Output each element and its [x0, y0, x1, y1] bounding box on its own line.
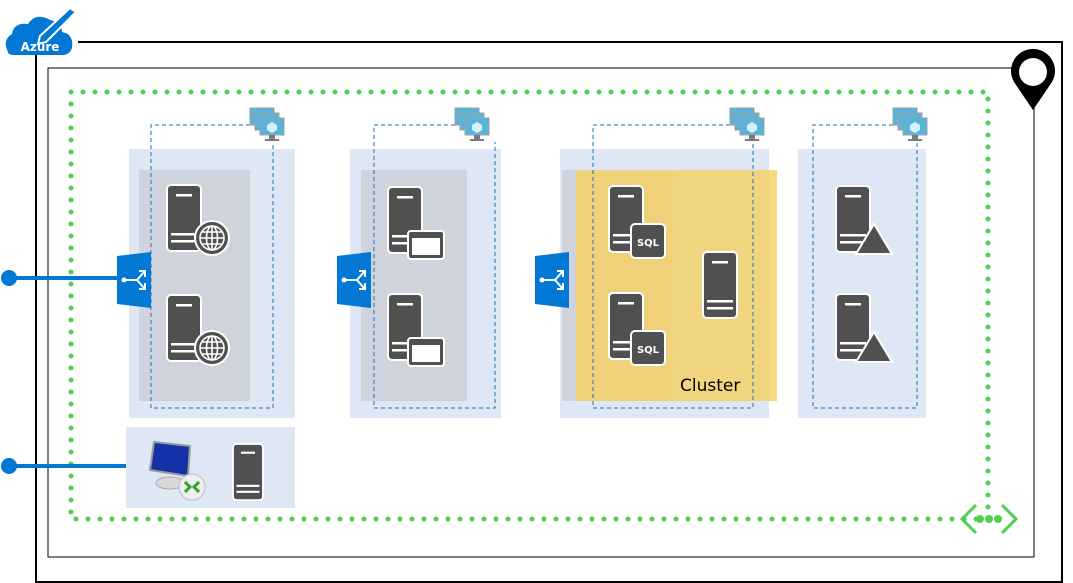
cluster-label: Cluster — [680, 376, 740, 396]
cluster-area — [576, 170, 777, 401]
load-balancer-icon — [116, 251, 152, 309]
jumpbox-server-icon — [232, 443, 264, 501]
web-tier — [116, 107, 295, 418]
vnet-boundary — [68, 89, 991, 522]
globe-icon — [194, 330, 230, 366]
globe-icon — [194, 220, 230, 256]
ad-tier — [798, 107, 928, 418]
sql-label: SQL — [637, 238, 660, 249]
window-icon — [407, 337, 445, 367]
sql-label: SQL — [637, 345, 660, 356]
vm-scale-set-icon — [249, 107, 285, 142]
subscription-boundary — [35, 41, 1063, 583]
window-icon — [407, 230, 445, 260]
remote-desktop-icon — [148, 440, 206, 501]
data-tier: SQL SQL Cluster — [534, 107, 777, 418]
witness-server-icon — [702, 251, 738, 319]
vm-scale-set-icon — [892, 107, 928, 142]
vm-scale-set-icon — [454, 107, 490, 142]
azure-logo: Azure — [5, 6, 78, 55]
management-subnet — [126, 427, 295, 508]
vm-scale-set-icon — [729, 107, 765, 142]
azure-logo-text: Azure — [21, 40, 60, 54]
internet-connection — [1, 270, 118, 286]
virtual-network-icon — [959, 503, 1019, 535]
location-pin-icon — [1011, 48, 1055, 110]
load-balancer-icon — [336, 251, 372, 309]
region-boundary — [47, 67, 1035, 558]
business-tier — [336, 107, 501, 418]
load-balancer-icon — [534, 251, 570, 309]
